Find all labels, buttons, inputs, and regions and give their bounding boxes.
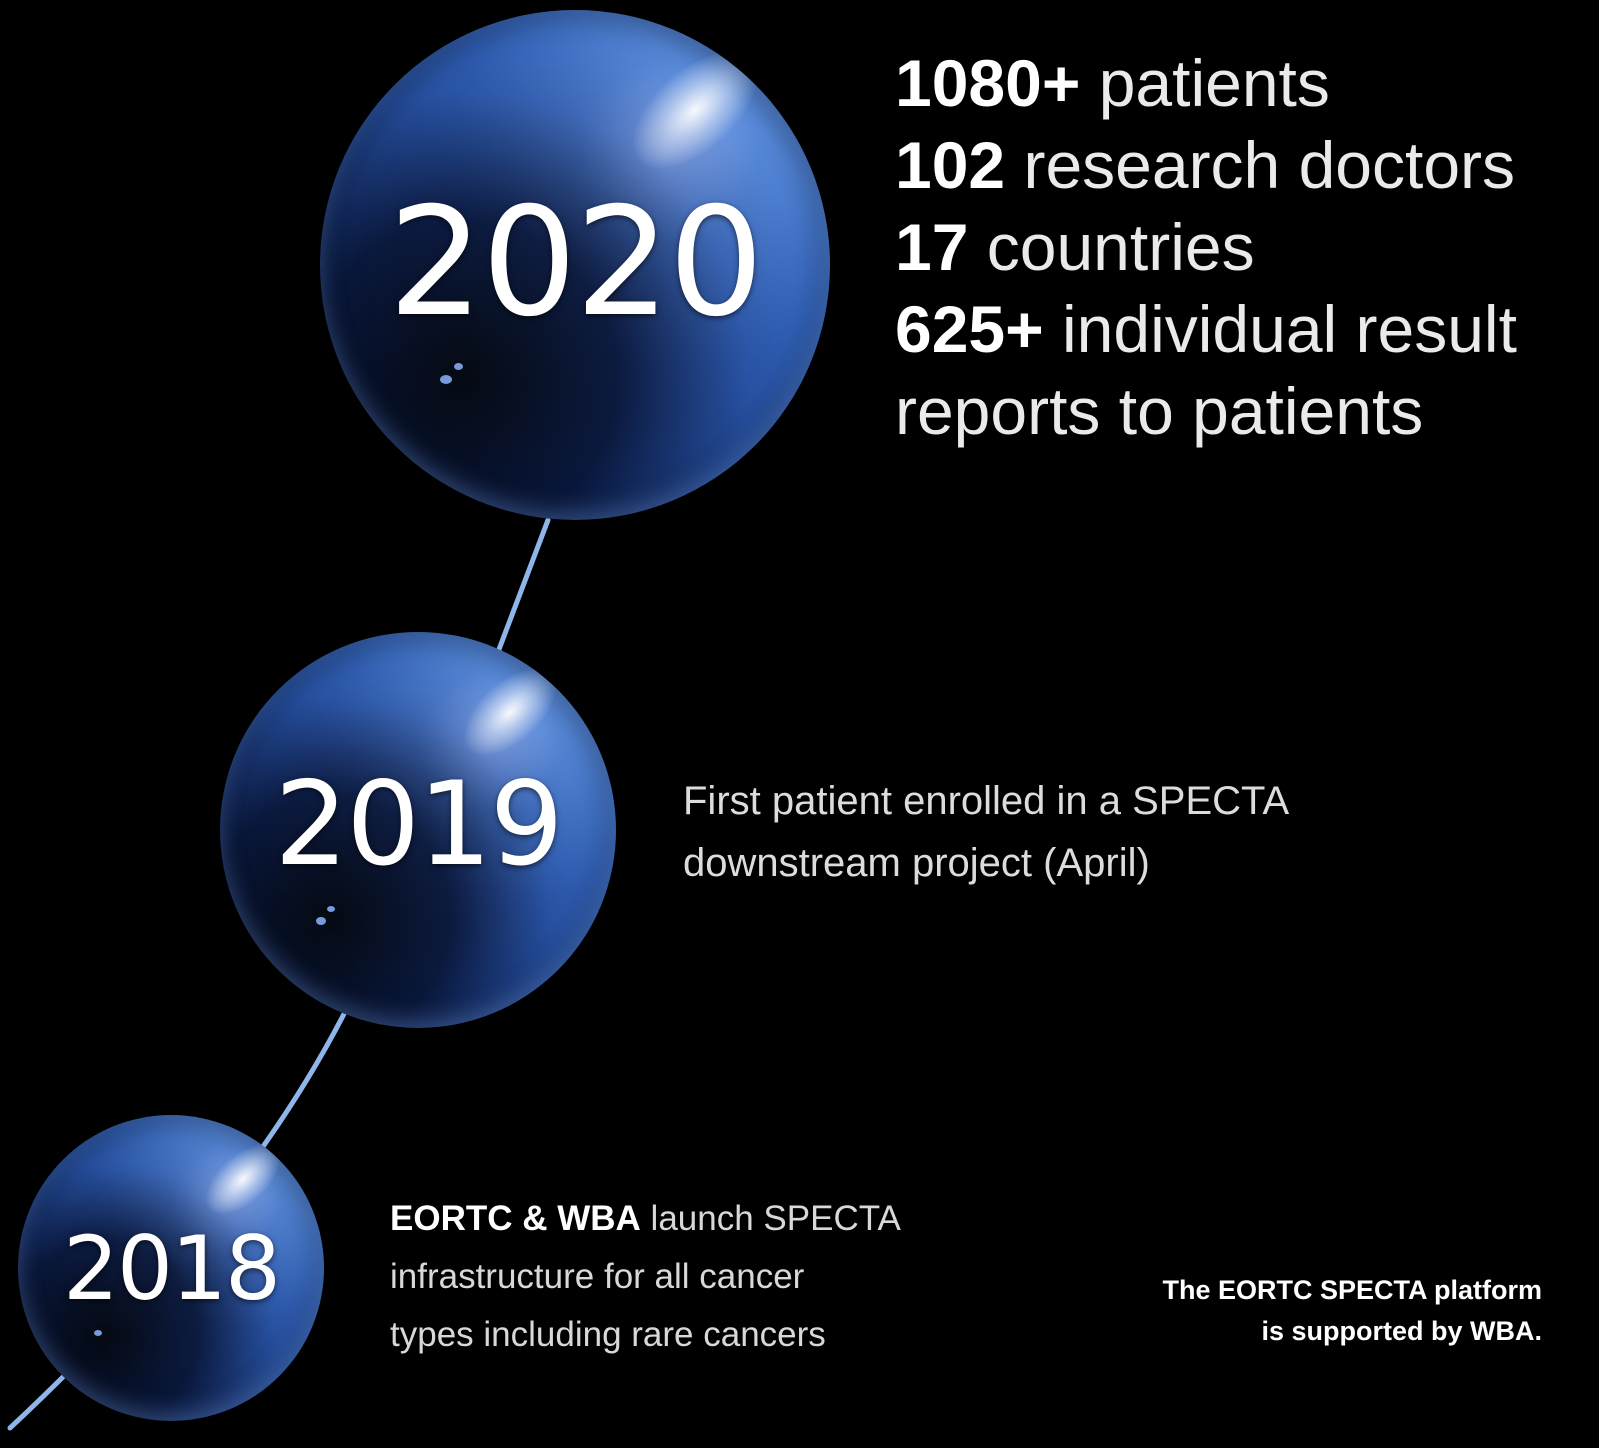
orb-glint: [440, 375, 452, 384]
stat-label: research doctors: [1023, 128, 1516, 202]
description-line: EORTC & WBA launch SPECTA: [390, 1190, 950, 1248]
orb-glint: [327, 906, 335, 912]
year-label-2019: 2019: [274, 757, 563, 892]
description-lead-bold: EORTC & WBA: [390, 1199, 641, 1238]
orb-glint: [454, 363, 463, 370]
year-orb-2020: 2020: [320, 10, 830, 520]
orb-glint: [94, 1330, 102, 1336]
stat-value: 1080+: [895, 46, 1081, 120]
stat-countries: 17 countries: [895, 206, 1575, 288]
year-orb-2018: 2018: [18, 1115, 324, 1421]
footnote-line: The EORTC SPECTA platform: [1162, 1275, 1542, 1305]
stat-label: patients: [1098, 46, 1330, 120]
stat-result-reports: 625+ individual result: [895, 288, 1575, 370]
year-label-2018: 2018: [63, 1217, 281, 1320]
stat-value: 17: [895, 210, 969, 284]
stat-result-reports-continued: reports to patients: [895, 374, 1424, 448]
stat-value: 102: [895, 128, 1006, 202]
footnote-line: is supported by WBA.: [1261, 1316, 1542, 1346]
description-line: downstream project (April): [683, 841, 1150, 885]
stat-research-doctors: 102 research doctors: [895, 124, 1575, 206]
support-footnote: The EORTC SPECTA platform is supported b…: [982, 1270, 1542, 1352]
description-line: First patient enrolled in a SPECTA: [683, 779, 1290, 823]
stat-label: individual result: [1062, 292, 1517, 366]
stat-patients: 1080+ patients: [895, 42, 1575, 124]
orb-glint: [316, 917, 326, 925]
year-orb-2019: 2019: [220, 632, 616, 1028]
stat-label: countries: [986, 210, 1255, 284]
description-2019: First patient enrolled in a SPECTA downs…: [683, 770, 1403, 894]
year-label-2020: 2020: [388, 176, 764, 350]
stat-value: 625+: [895, 292, 1044, 366]
description-2018: EORTC & WBA launch SPECTA infrastructure…: [390, 1190, 950, 1364]
description-lead-rest: launch SPECTA: [650, 1199, 901, 1238]
description-line: infrastructure for all cancer: [390, 1257, 805, 1296]
stats-2020: 1080+ patients 102 research doctors 17 c…: [895, 42, 1575, 452]
description-line: types including rare cancers: [390, 1315, 826, 1354]
